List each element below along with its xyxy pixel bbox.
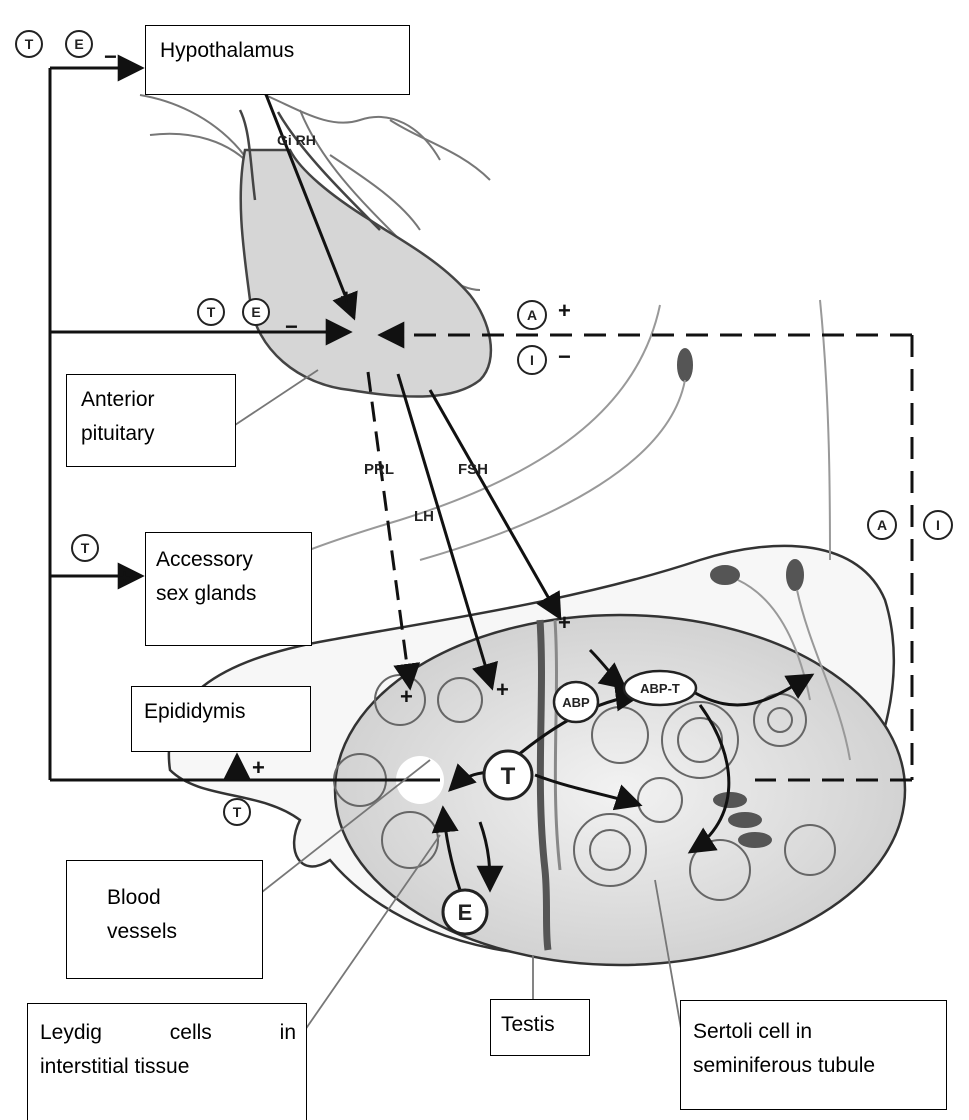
minus-sign: −: [558, 344, 571, 369]
testis-callout: Testis: [490, 999, 590, 1056]
activin-symbol: A: [527, 307, 537, 323]
anterior-pituitary-label-2: pituitary: [81, 417, 221, 451]
plus-sign: +: [118, 565, 131, 590]
epididymis-callout: Epididymis: [131, 686, 311, 752]
testosterone-symbol: T: [501, 763, 516, 790]
testosterone-symbol: T: [233, 804, 242, 820]
plus-sign: +: [558, 610, 571, 635]
testosterone-symbol: T: [25, 36, 34, 52]
sertoli-label-1: Sertoli cell in: [693, 1015, 934, 1049]
epididymis-label: Epididymis: [144, 695, 298, 729]
plus-sign: +: [252, 755, 265, 780]
estrogen-symbol: E: [74, 36, 83, 52]
fsh-label: FSH: [458, 461, 488, 478]
blood-vessels-label-1: Blood: [77, 881, 252, 915]
minus-sign: −: [104, 44, 117, 69]
lh-label: LH: [414, 508, 434, 525]
anterior-pituitary-label-1: Anterior: [81, 383, 221, 417]
sertoli-cell-callout: Sertoli cell in seminiferous tubule: [680, 1000, 947, 1110]
minus-sign: −: [285, 314, 298, 339]
inhibin-symbol: I: [530, 352, 534, 368]
prl-label: PRL: [364, 461, 394, 478]
gnrh-label: Gi RH: [277, 132, 316, 148]
abp-t-symbol: ABP-T: [640, 681, 680, 696]
leydig-cells-callout: Leydig cells in interstitial tissue: [27, 1003, 307, 1120]
testosterone-symbol: T: [207, 304, 216, 320]
plus-sign: +: [340, 285, 353, 310]
hypothalamus-label: Hypothalamus: [160, 34, 395, 68]
blood-vessels-callout: Blood vessels: [66, 860, 263, 979]
anterior-pituitary-callout: Anterior pituitary: [66, 374, 236, 467]
plus-sign: +: [558, 298, 571, 323]
blood-vessels-label-2: vessels: [77, 915, 252, 949]
testis-label: Testis: [501, 1008, 579, 1042]
plus-sign: +: [496, 677, 509, 702]
leydig-label-2: interstitial tissue: [40, 1050, 296, 1084]
activin-symbol: A: [877, 517, 887, 533]
testosterone-symbol: T: [81, 540, 90, 556]
accessory-label-2: sex glands: [156, 577, 301, 611]
accessory-sex-glands-callout: Accessory sex glands: [145, 532, 312, 646]
estrogen-symbol: E: [251, 304, 260, 320]
hypothalamus-callout: Hypothalamus: [145, 25, 410, 95]
pituitary-body: [241, 150, 491, 397]
sertoli-label-2: seminiferous tubule: [693, 1049, 934, 1083]
leydig-label-1: Leydig cells in: [40, 1016, 296, 1050]
fsh-arrow: [430, 390, 560, 618]
inhibin-symbol: I: [936, 517, 940, 533]
plus-sign: +: [400, 684, 413, 709]
accessory-label-1: Accessory: [156, 543, 301, 577]
estrogen-symbol: E: [458, 900, 473, 925]
abp-symbol: ABP: [562, 695, 590, 710]
